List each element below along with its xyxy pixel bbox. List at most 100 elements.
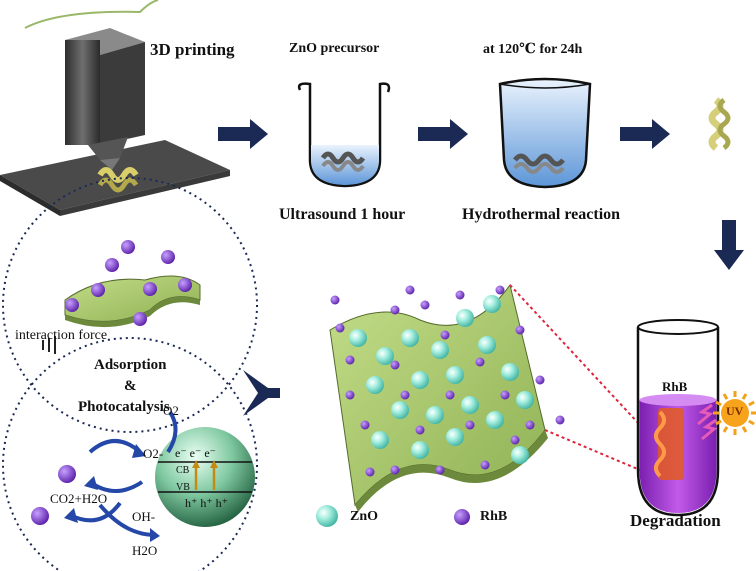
mech-holes: h⁺ h⁺ h⁺ bbox=[185, 496, 229, 510]
rhb-particle bbox=[440, 330, 450, 340]
rhb-particle bbox=[390, 360, 400, 370]
sun-ray bbox=[741, 393, 748, 400]
label-uv: UV bbox=[726, 404, 744, 418]
rhb-legend-marker bbox=[454, 509, 470, 525]
zno-particle bbox=[483, 295, 501, 313]
rhb-dot bbox=[105, 258, 119, 272]
mech-cb: CB bbox=[176, 465, 190, 476]
rhb-molecule-top bbox=[58, 465, 76, 483]
rhb-particle bbox=[335, 323, 345, 333]
zno-particle bbox=[391, 401, 409, 419]
mech-vb: VB bbox=[176, 482, 190, 493]
interaction-force-marks bbox=[42, 336, 56, 354]
mech-oh: OH- bbox=[132, 509, 156, 524]
zno-particle bbox=[501, 363, 519, 381]
zno-particle bbox=[431, 341, 449, 359]
label-rhb-tube: RhB bbox=[662, 379, 688, 394]
zno-particle bbox=[456, 309, 474, 327]
uv-sun-icon bbox=[713, 391, 756, 435]
zno-particle bbox=[371, 431, 389, 449]
label-photocatalysis: Photocatalysis bbox=[78, 399, 170, 415]
mech-co2-h2o: CO2+H2O bbox=[50, 491, 108, 506]
rhb-particle bbox=[515, 325, 525, 335]
arrow-merge bbox=[243, 370, 280, 416]
zno-particle bbox=[478, 336, 496, 354]
zno-particle bbox=[516, 391, 534, 409]
rhb-particle bbox=[345, 355, 355, 365]
zno-particle bbox=[446, 366, 464, 384]
zno-particle bbox=[511, 446, 529, 464]
sun-ray bbox=[722, 426, 729, 433]
hydrothermal-vessel bbox=[498, 77, 592, 189]
zno-particle bbox=[461, 396, 479, 414]
rhb-dot bbox=[121, 240, 135, 254]
sun-ray bbox=[748, 419, 755, 426]
rhb-particle bbox=[535, 375, 545, 385]
label-hydro-condition: at 120℃ for 24h bbox=[483, 42, 583, 57]
rhb-particle bbox=[500, 390, 510, 400]
arrow-down bbox=[714, 220, 744, 270]
sheet-particles bbox=[330, 285, 565, 477]
rhb-particle bbox=[415, 425, 425, 435]
zno-particle bbox=[349, 329, 367, 347]
sun-ray bbox=[715, 419, 722, 426]
mech-h2o: H2O bbox=[132, 543, 158, 558]
rhb-dot bbox=[161, 250, 175, 264]
zno-particle bbox=[426, 406, 444, 424]
lightning-icon bbox=[697, 403, 718, 441]
adsorbed-rhb-dots bbox=[65, 240, 192, 326]
legend-rhb-label: RhB bbox=[480, 509, 508, 524]
mech-o2: O2 bbox=[163, 403, 179, 418]
rhb-particle bbox=[455, 290, 465, 300]
sun-ray bbox=[741, 426, 748, 433]
rhb-particle bbox=[480, 460, 490, 470]
arrow-2 bbox=[418, 119, 468, 149]
zno-particle bbox=[411, 371, 429, 389]
rhb-dot bbox=[91, 283, 105, 297]
sun-ray bbox=[722, 393, 729, 400]
test-tube bbox=[636, 319, 720, 517]
rhb-particle bbox=[435, 465, 445, 475]
3d-printer-illustration bbox=[0, 0, 230, 216]
rhb-particle bbox=[445, 390, 455, 400]
printed-scaffold bbox=[97, 167, 139, 193]
rhb-particle bbox=[420, 300, 430, 310]
photocatalysis-circle bbox=[2, 337, 258, 571]
label-hydrothermal: Hydrothermal reaction bbox=[462, 206, 621, 223]
mechanism-arrows bbox=[64, 410, 178, 542]
zno-legend-marker bbox=[316, 505, 338, 527]
rhb-dot bbox=[143, 282, 157, 296]
zno-particle bbox=[411, 441, 429, 459]
zno-particle bbox=[446, 428, 464, 446]
arrow-1 bbox=[218, 119, 268, 149]
photocatalyst-sphere bbox=[155, 427, 255, 527]
rhb-particle bbox=[405, 285, 415, 295]
sun-ray bbox=[748, 400, 755, 407]
legend-zno-label: ZnO bbox=[350, 509, 379, 524]
sun-ray bbox=[715, 400, 722, 407]
rhb-particle bbox=[360, 420, 370, 430]
rhb-particle bbox=[555, 415, 565, 425]
label-interaction-force: interaction force bbox=[15, 328, 108, 343]
rhb-particle bbox=[495, 285, 505, 295]
label-ultrasound: Ultrasound 1 hour bbox=[279, 206, 406, 223]
rhb-dot bbox=[65, 298, 79, 312]
label-zno-precursor: ZnO precursor bbox=[289, 41, 380, 56]
rhb-molecule-bottom bbox=[31, 507, 49, 525]
rhb-particle bbox=[465, 420, 475, 430]
ultrasound-beaker bbox=[297, 82, 391, 188]
zno-particle bbox=[366, 376, 384, 394]
rhb-particle bbox=[475, 357, 485, 367]
zno-coated-scaffold bbox=[708, 97, 731, 151]
rhb-particle bbox=[525, 420, 535, 430]
label-adsorption: Adsorption bbox=[94, 357, 167, 373]
rhb-particle bbox=[345, 390, 355, 400]
label-degradation: Degradation bbox=[630, 511, 721, 530]
zoom-connector bbox=[509, 284, 641, 471]
mech-electrons: e⁻ e⁻ e⁻ bbox=[175, 446, 216, 460]
rhb-particle bbox=[390, 305, 400, 315]
rhb-dot bbox=[133, 312, 147, 326]
rhb-particle bbox=[400, 390, 410, 400]
label-ampersand: & bbox=[124, 378, 137, 394]
